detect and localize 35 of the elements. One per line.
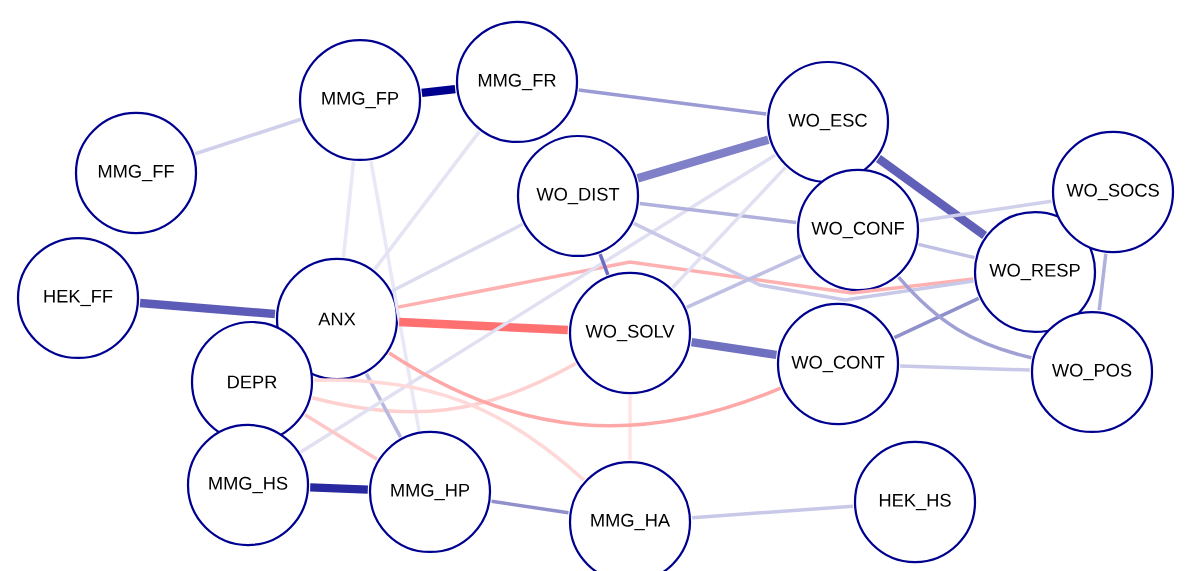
network-edge: [491, 499, 569, 515]
network-edge: [373, 130, 481, 271]
network-edge: [639, 201, 797, 225]
network-edge: [311, 362, 577, 414]
node-label: WO_SOCS: [1066, 183, 1159, 201]
network-edge: [194, 117, 302, 156]
network-edge: [299, 153, 777, 454]
network-edge: [1097, 253, 1108, 311]
network-edge: [578, 88, 767, 116]
network-edge: [310, 483, 368, 494]
network-edge: [397, 260, 974, 309]
network-edge: [900, 364, 1030, 372]
network-edge: [893, 296, 980, 340]
network-edge: [636, 135, 770, 183]
network-edge: [314, 378, 586, 482]
network-edge: [304, 413, 378, 461]
network-edge: [875, 155, 988, 239]
network-edge: [391, 222, 524, 293]
network-edge: [139, 298, 276, 319]
network-edge: [690, 338, 778, 359]
network-edge: [671, 166, 787, 289]
network-edge: [598, 253, 610, 276]
network-edge: [399, 317, 569, 335]
network-edge: [369, 160, 421, 432]
network-edge: [364, 373, 403, 438]
node-label: MMG_HS: [209, 476, 288, 494]
network-edge: [341, 161, 356, 258]
network-edge: [692, 504, 854, 520]
network-edge: [686, 254, 802, 309]
network-edge: [919, 199, 1052, 223]
network-edge: [897, 276, 1032, 360]
network-edge: [633, 221, 974, 302]
network-edge: [918, 242, 975, 260]
network-edge: [388, 351, 782, 428]
network-edge: [421, 84, 456, 98]
